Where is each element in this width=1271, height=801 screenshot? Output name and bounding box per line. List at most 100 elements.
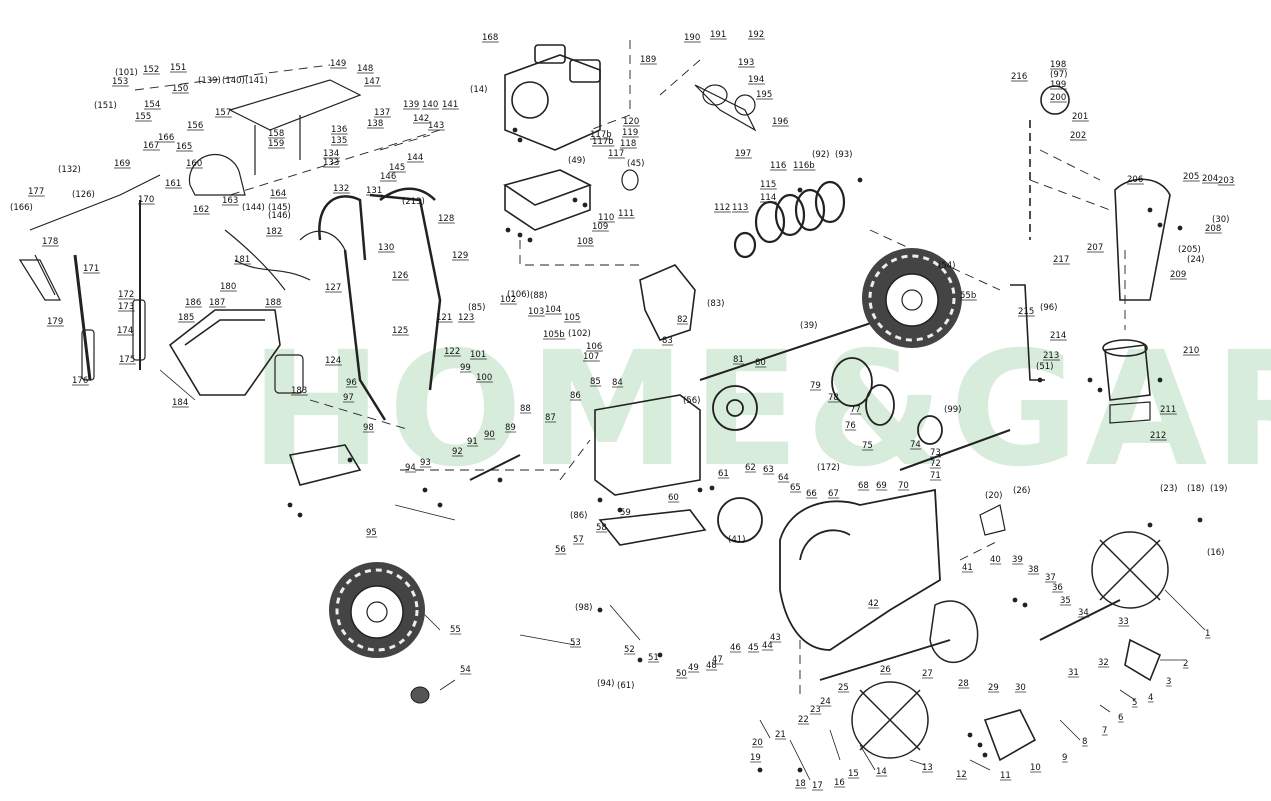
chute-base-plate [1109, 401, 1151, 424]
part-label-118: 118 [620, 139, 636, 149]
part-label-190: 190 [684, 33, 700, 43]
part-label-51: 51 [648, 653, 659, 663]
part-label-157: 157 [215, 108, 231, 118]
part-label-195: 195 [756, 90, 772, 100]
part-label-50: 50 [676, 669, 687, 679]
part-label-7: 7 [1102, 726, 1107, 736]
part-label-97: 97 [343, 393, 354, 403]
part-label-207: 207 [1087, 243, 1103, 253]
part-label-p18: (18) [1187, 484, 1204, 494]
part-label-68: 68 [858, 481, 869, 491]
axles [469, 319, 1121, 641]
part-label-192: 192 [748, 30, 764, 40]
part-label-159: 159 [268, 139, 284, 149]
part-label-25: 25 [838, 683, 849, 693]
part-label-169: 169 [114, 159, 130, 169]
part-label-104: 104 [545, 305, 561, 315]
part-label-81: 81 [733, 355, 744, 365]
part-label-162: 162 [193, 205, 209, 215]
part-label-197: 197 [735, 149, 751, 159]
part-label-46: 46 [730, 643, 741, 653]
part-label-p166: (166) [10, 203, 33, 213]
part-label-181: 181 [234, 255, 250, 265]
part-label-79: 79 [810, 381, 821, 391]
part-label-1: 1 [1205, 629, 1210, 639]
part-label-109: 109 [592, 222, 608, 232]
part-label-106: 106 [586, 342, 602, 352]
part-label-33: 33 [1118, 617, 1129, 627]
part-label-206: 206 [1127, 175, 1143, 185]
part-label-42: 42 [868, 599, 879, 609]
part-label-137: 137 [374, 108, 390, 118]
part-label-43: 43 [770, 633, 781, 643]
fastener-dot [709, 485, 715, 491]
part-label-216: 216 [1011, 72, 1027, 82]
part-label-173: 173 [118, 302, 134, 312]
part-label-41: 41 [962, 563, 973, 573]
part-label-p85: (85) [468, 303, 485, 313]
part-label-211: 211 [1160, 405, 1176, 415]
part-label-163: 163 [222, 196, 238, 206]
part-label-57: 57 [573, 535, 584, 545]
fastener-dot [637, 657, 643, 663]
part-label-p56: (56) [683, 396, 700, 406]
part-label-167: 167 [143, 141, 159, 151]
part-label-115: 115 [760, 180, 776, 190]
part-label-31: 31 [1068, 668, 1079, 678]
part-label-182: 182 [266, 227, 282, 237]
part-label-123: 123 [458, 313, 474, 323]
part-label-39: 39 [1012, 555, 1023, 565]
part-label-107: 107 [583, 352, 599, 362]
part-label-p86: (86) [570, 511, 587, 521]
part-label-49: 49 [688, 663, 699, 673]
fastener-dot [505, 227, 511, 233]
part-label-102: 102 [500, 295, 516, 305]
part-label-66: 66 [806, 489, 817, 499]
part-label-p54: (54) [938, 261, 955, 271]
part-label-119: 119 [622, 128, 638, 138]
part-label-22: 22 [798, 715, 809, 725]
part-label-p30: (30) [1212, 215, 1229, 225]
part-label-146: 146 [380, 172, 396, 182]
augers [851, 531, 1169, 759]
part-label-p14: (14) [470, 85, 487, 95]
part-label-193: 193 [738, 58, 754, 68]
part-label-28: 28 [958, 679, 969, 689]
part-label-153: 153 [112, 77, 128, 87]
part-label-120: 120 [623, 117, 639, 127]
part-label-156: 156 [187, 121, 203, 131]
part-label-35: 35 [1060, 596, 1071, 606]
part-label-129: 129 [452, 251, 468, 261]
part-label-48: 48 [706, 661, 717, 671]
part-label-17: 17 [812, 781, 823, 791]
part-label-160: 160 [186, 159, 202, 169]
part-label-p141: (141) [245, 76, 268, 86]
part-label-2: 2 [1183, 659, 1188, 669]
part-label-202: 202 [1070, 131, 1086, 141]
part-label-95: 95 [366, 528, 377, 538]
part-label-143: 143 [428, 121, 444, 131]
part-label-63: 63 [763, 465, 774, 475]
part-label-26: 26 [880, 665, 891, 675]
part-label-105: 105 [564, 313, 580, 323]
part-label-174: 174 [117, 326, 133, 336]
part-label-175: 175 [119, 355, 135, 365]
fastener-dot [1022, 602, 1028, 608]
part-label-16: 16 [834, 778, 845, 788]
part-label-111: 111 [618, 209, 634, 219]
part-label-62: 62 [745, 463, 756, 473]
part-label-132: 132 [333, 184, 349, 194]
part-label-89: 89 [505, 423, 516, 433]
part-label-210: 210 [1183, 346, 1199, 356]
part-label-p23: (23) [1160, 484, 1177, 494]
fastener-dot [1097, 387, 1103, 393]
part-label-200: 200 [1050, 93, 1066, 103]
part-label-15: 15 [848, 769, 859, 779]
part-label-69: 69 [876, 481, 887, 491]
part-label-74: 74 [910, 440, 921, 450]
part-label-208: 208 [1205, 224, 1221, 234]
part-label-154: 154 [144, 100, 160, 110]
control-panel [188, 79, 362, 196]
